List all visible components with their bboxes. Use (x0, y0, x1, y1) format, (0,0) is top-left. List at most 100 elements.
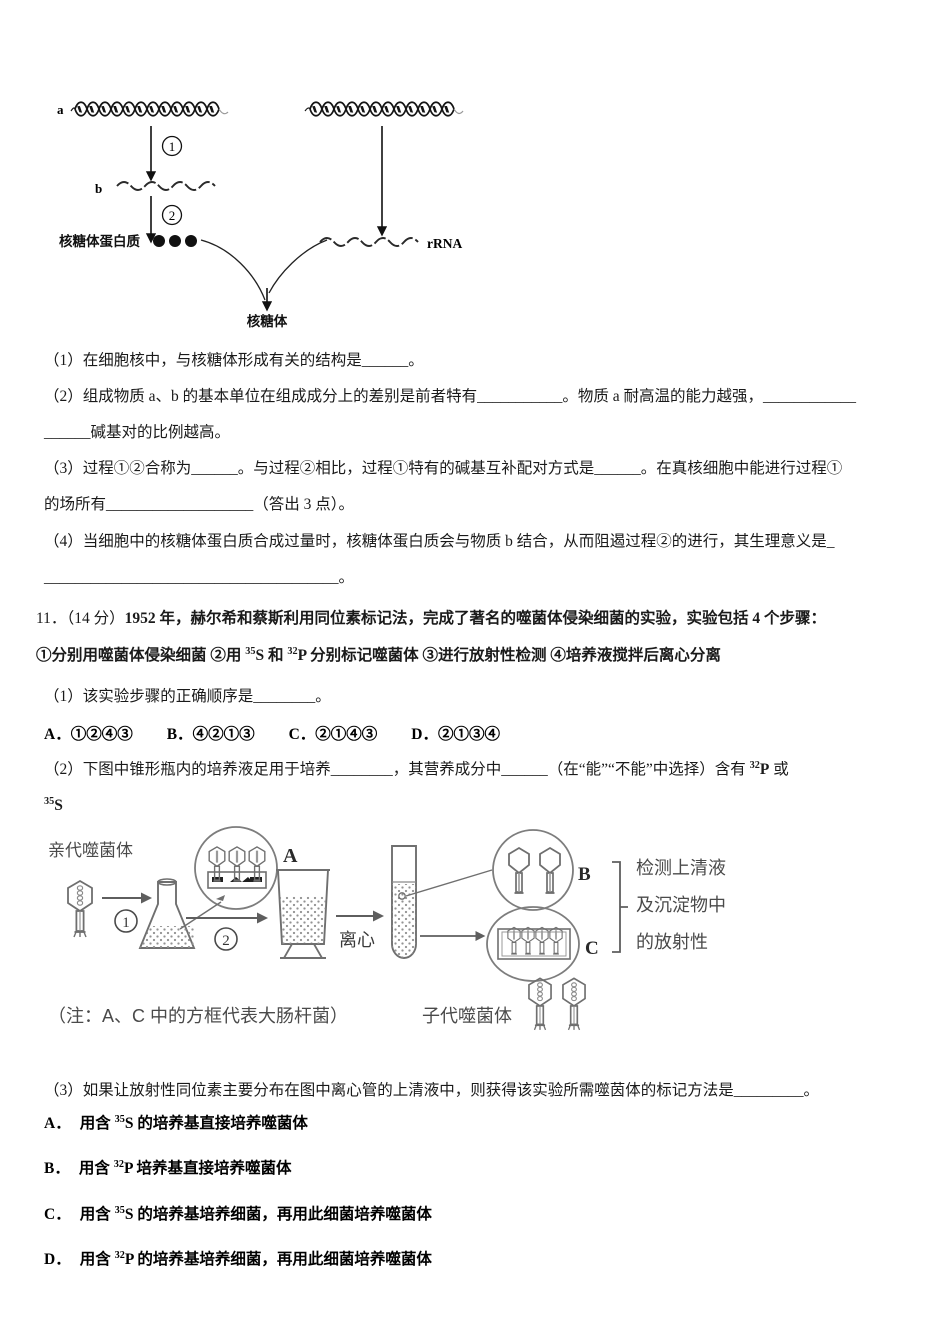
option-C-label: C． (44, 1205, 71, 1223)
circle-A-label: A (283, 845, 298, 867)
phage-infection-experiment-diagram: 亲代噬菌体 1 (40, 826, 800, 1066)
circle-A (194, 826, 278, 910)
choice-B-value: ④②①③ (192, 726, 255, 744)
option-A-label: A． (44, 1115, 71, 1132)
choice-C-value: ②①④③ (315, 726, 378, 744)
q10-sub1: （1）在细胞核中，与核糖体形成有关的结构是______。 (44, 352, 424, 369)
detection-line-3: 的放射性 (636, 932, 708, 952)
phage-step1-label: 1 (122, 915, 130, 931)
step-1-circle: 1 (161, 135, 183, 157)
erlenmeyer-flask (138, 878, 196, 949)
phage-experiment-svg: 亲代噬菌体 1 (48, 826, 726, 1031)
choice-C[interactable]: C．②①④③ (289, 722, 378, 744)
option-C-post: 的培养基培养细菌，再用此细菌培养噬菌体 (133, 1205, 432, 1223)
isotope-32-mass: 32 (287, 645, 298, 657)
step-2-circle: 2 (161, 204, 183, 226)
protein-dots (153, 235, 197, 247)
question11-sub3: （3）如果让放射性同位素主要分布在图中离心管的上清液中，则获得该实验所需噬茵体的… (44, 1078, 928, 1103)
centrifuge-label: 离心 (339, 930, 375, 950)
step-1-label: 1 (169, 139, 176, 154)
sub2-isotope-32-mass: 32 (749, 759, 760, 771)
figure-note: （注：A、C 中的方框代表大肠杆菌） (48, 1006, 348, 1026)
option-C-isotope-element: S (124, 1205, 134, 1223)
q11-step-part2: 和 (264, 647, 288, 665)
curve-protein-to-ribosome (200, 239, 266, 301)
centrifuge-tube (391, 845, 417, 959)
option-D-post: 的培养基培养细菌，再用此细菌培养噬菌体 (133, 1250, 432, 1268)
q10-sub3-line1: （3）过程①②合称为______。与过程②相比，过程①特有的碱基互补配对方式是_… (44, 460, 843, 478)
sub2-isotope-32-element: P (759, 761, 770, 779)
option-A-pre: 用含 (79, 1115, 115, 1132)
choice-B-label: B． (166, 726, 193, 744)
circle-C (486, 906, 580, 982)
option-D-label: D． (44, 1250, 71, 1268)
ribosomal-protein-label: 核糖体蛋白质 (59, 233, 140, 249)
label-b: b (95, 181, 102, 196)
leader-tube-to-B (405, 869, 493, 897)
option-D-isotope-mass: 32 (114, 1249, 125, 1261)
choice-B[interactable]: B．④②①③ (167, 722, 255, 744)
q10-sub4-line1: （4）当细胞中的核糖体蛋白质合成过量时，核糖体蛋白质会与物质 b 结合，从而阻遏… (44, 532, 835, 550)
option-D-isotope-element: P (124, 1250, 134, 1268)
q11-sub2-line2: 35S (44, 793, 928, 818)
rrna-label: rRNA (427, 236, 462, 251)
progeny-phage-label: 子代噬菌体 (422, 1006, 512, 1026)
sub2-isotope-35-element: S (54, 797, 63, 815)
sub2-isotope-35-mass: 35 (44, 796, 55, 808)
question11-sub3-options: A． 用含 35S 的培养基直接培养噬菌体 B．用含 32P 培养基直接培养噬菌体… (44, 1112, 928, 1293)
label-a: a (57, 102, 64, 117)
circle-C-label: C (585, 938, 599, 959)
q11-score: （14 分） (66, 610, 125, 627)
q11-sub3-text: （3）如果让放射性同位素主要分布在图中离心管的上清液中，则获得该实验所需噬茵体的… (44, 1082, 820, 1099)
q10-sub2-line2: ______碱基对的比例越高。 (44, 424, 231, 442)
q11-sub2-part2: 或 (769, 761, 789, 779)
question11-sub1-group: （1）该实验步骤的正确顺序是________。 A．①②④③ B．④②①③ C．… (44, 684, 928, 831)
dna-helix-left (70, 102, 229, 116)
choice-A-label: A． (44, 726, 71, 744)
q11-sub1-choices: A．①②④③ B．④②①③ C．②①④③ D．②①③④ (44, 722, 928, 744)
option-C[interactable]: C． 用含 35S 的培养基培养细菌，再用此细菌培养噬菌体 (44, 1203, 928, 1226)
detection-line-2: 及沉淀物中 (636, 895, 726, 915)
rrna-strand (319, 237, 419, 247)
q10-sub3-line2: 的场所有___________________（答出 3 点）。 (44, 496, 355, 514)
option-A[interactable]: A．用含 35S 的培养基直接培养噬菌体 (44, 1112, 928, 1135)
choice-A[interactable]: A．①②④③ (44, 722, 133, 744)
option-B-isotope-mass: 32 (113, 1159, 124, 1171)
ribosome-label: 核糖体 (247, 313, 288, 329)
option-B-isotope-element: P (123, 1160, 133, 1178)
isotope-35-element: S (255, 647, 265, 665)
q10-sub2-line1: （2）组成物质 a、b 的基本单位在组成成分上的差别是前者特有_________… (44, 388, 857, 406)
option-C-isotope-mass: 35 (114, 1204, 125, 1216)
progeny-phage-icon-1 (528, 977, 552, 1031)
q11-sub1-text: （1）该实验步骤的正确顺序是________。 (44, 688, 331, 705)
choice-D-label: D． (411, 726, 438, 744)
option-B[interactable]: B．用含 32P 培养基直接培养噬菌体 (44, 1157, 928, 1180)
option-D[interactable]: D．用含 32P 的培养基培养细菌，再用此细菌培养噬菌体 (44, 1248, 928, 1271)
q11-step-part1: ①分别用噬菌体侵染细菌 ②用 (36, 647, 246, 665)
detection-bracket (612, 861, 628, 953)
ribosome-assembly-diagram: a 1 b 2 核糖体蛋白质 (55, 88, 575, 333)
q11-sub2-part1: （2）下图中锥形瓶内的培养液足用于培养________，其营养成分中______… (44, 761, 750, 779)
progeny-phage-icon-2 (562, 977, 586, 1031)
choice-C-label: C． (288, 726, 316, 744)
parent-phage-label: 亲代噬菌体 (48, 841, 133, 860)
isotope-35-mass: 35 (245, 645, 256, 657)
option-A-post: 的培养基直接培养噬菌体 (133, 1115, 308, 1132)
q11-step-part3: 分别标记噬菌体 ③进行放射性检测 ④培养液搅拌后离心分离 (306, 647, 721, 665)
choice-D-value: ②①③④ (438, 726, 501, 744)
option-C-pre: 用含 (79, 1205, 115, 1223)
option-B-post: 培养基直接培养噬菌体 (132, 1160, 292, 1178)
ribosome-assembly-svg: a 1 b 2 核糖体蛋白质 (57, 102, 464, 329)
q11-number: 11． (36, 610, 67, 627)
q11-stem-line2: ①分别用噬菌体侵染细菌 ②用 35S 和 32P 分别标记噬菌体 ③进行放射性检… (36, 643, 920, 668)
q11-stem-text: 1952 年，赫尔希和蔡斯利用同位素标记法，完成了著名的噬菌体侵染细菌的实验，实… (124, 610, 826, 627)
phage-step1-circle: 1 (114, 909, 138, 933)
detection-line-1: 检测上清液 (636, 858, 726, 878)
phage-step2-label: 2 (222, 933, 230, 949)
question11-stem: 11．（14 分）1952 年，赫尔希和蔡斯利用同位素标记法，完成了著名的噬菌体… (36, 606, 920, 680)
circle-B-label: B (578, 864, 591, 885)
choice-D[interactable]: D．②①③④ (411, 722, 500, 744)
leader-flask-to-A (179, 901, 222, 930)
step-2-label: 2 (169, 208, 176, 223)
